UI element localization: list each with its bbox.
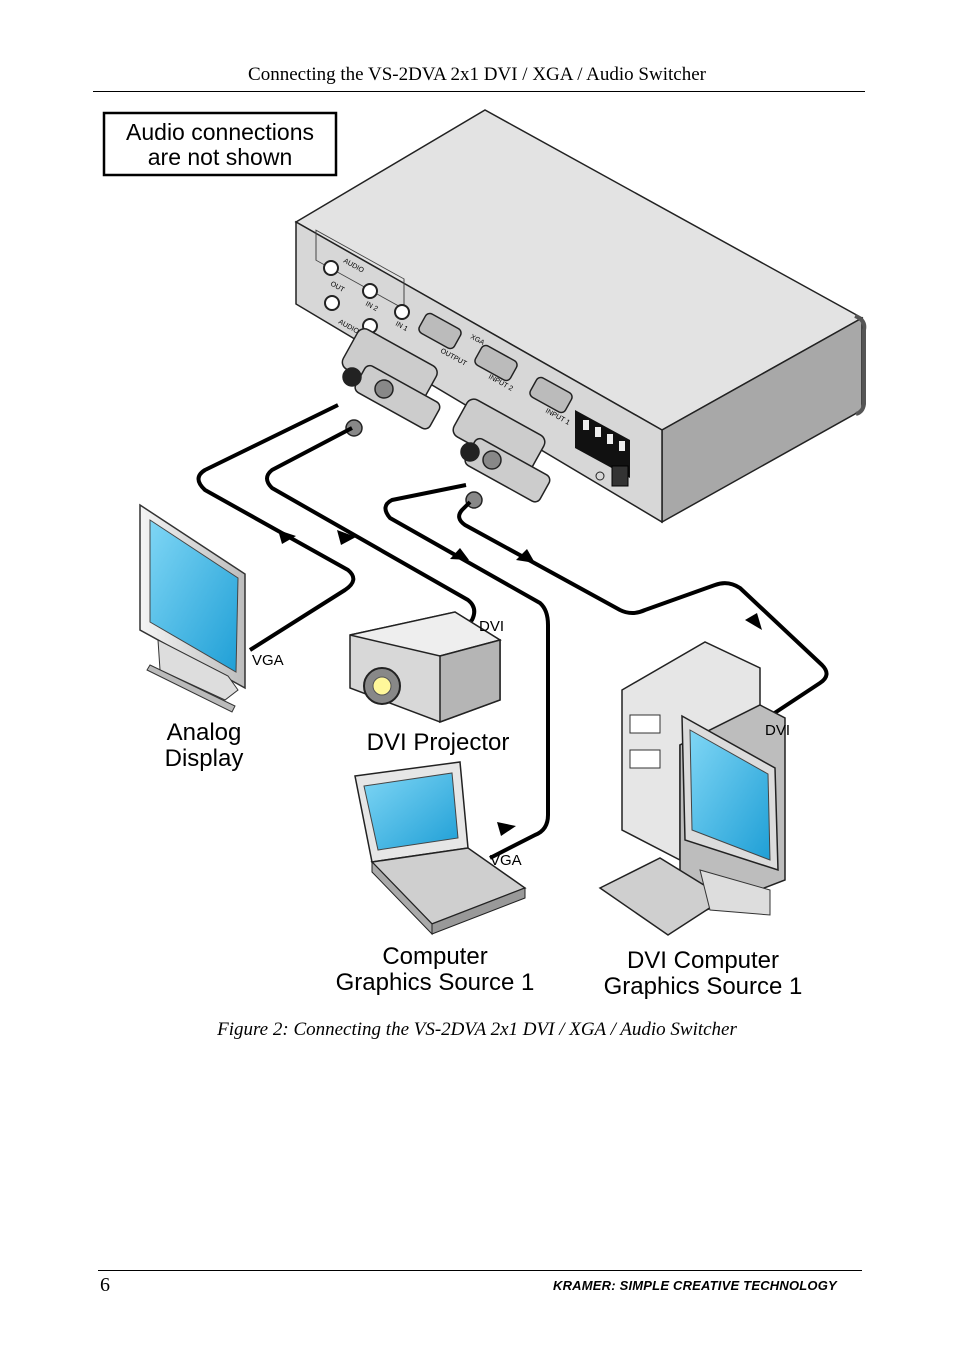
switcher-device: AUDIO OUT IN 2 IN 1 AUDIO XGA OUTPUT INP… — [294, 109, 867, 524]
label-dvi-projector: DVI Projector — [367, 729, 510, 756]
arrow-vga-display — [278, 530, 296, 544]
laptop-icon — [354, 761, 527, 936]
cable-arrows — [278, 530, 762, 836]
footer-brand: KRAMER: SIMPLE CREATIVE TECHNOLOGY — [553, 1278, 837, 1293]
label-analog-display-line2: Display — [165, 745, 244, 772]
vga-port-input2 — [474, 344, 518, 382]
cable-label-vga-laptop: VGA — [490, 852, 522, 869]
cable-dvi-projector — [265, 426, 477, 632]
audio-note-box: Audio connections are not shown — [102, 111, 338, 177]
arrow-dvi-projector — [337, 530, 356, 545]
analog-display-icon — [139, 503, 246, 713]
arrow-vga-laptop-upper — [450, 548, 469, 560]
label-computer-source-line1: Computer — [382, 943, 487, 970]
header-rule — [93, 91, 865, 92]
audio-jack-2 — [324, 295, 340, 311]
dvi-projector-icon — [349, 611, 502, 724]
vga-port-output — [418, 312, 462, 350]
audio-jack-1 — [323, 260, 339, 276]
connection-diagram: Audio connections are not shown AUDIO OU… — [102, 109, 867, 1000]
label-computer-source-line2: Graphics Source 1 — [336, 969, 535, 996]
cable-label-dvi-computer: DVI — [765, 722, 790, 739]
dvi-computer-icon — [598, 641, 786, 936]
vga-port-input1 — [529, 376, 573, 414]
connectors — [341, 328, 551, 509]
cable-label-dvi-projector: DVI — [479, 618, 504, 635]
arrow-dvi-computer-lower — [745, 613, 762, 630]
terminal-block — [575, 410, 630, 481]
audio-note-line1: Audio connections — [126, 119, 314, 145]
audio-note-line2: are not shown — [148, 144, 292, 170]
arrow-vga-laptop-lower — [497, 822, 516, 836]
label-dvi-computer-source-line1: DVI Computer — [627, 947, 779, 974]
cable-label-vga-display: VGA — [252, 652, 284, 669]
cable-dvi-computer — [457, 500, 829, 722]
arrow-dvi-computer-upper — [516, 549, 535, 563]
page-number: 6 — [100, 1274, 110, 1296]
cable-vga-analog-display — [196, 403, 356, 652]
audio-jack-3 — [362, 283, 378, 299]
cables — [196, 403, 829, 860]
label-analog-display-line1: Analog — [167, 719, 242, 746]
audio-jack-5 — [394, 304, 410, 320]
footer-rule — [98, 1270, 862, 1271]
cable-vga-laptop — [383, 483, 550, 860]
power-socket — [611, 465, 629, 487]
label-dvi-computer-source-line2: Graphics Source 1 — [604, 973, 803, 1000]
figure-caption: Figure 2: Connecting the VS-2DVA 2x1 DVI… — [217, 1019, 737, 1040]
page-header-title: Connecting the VS-2DVA 2x1 DVI / XGA / A… — [248, 64, 706, 85]
